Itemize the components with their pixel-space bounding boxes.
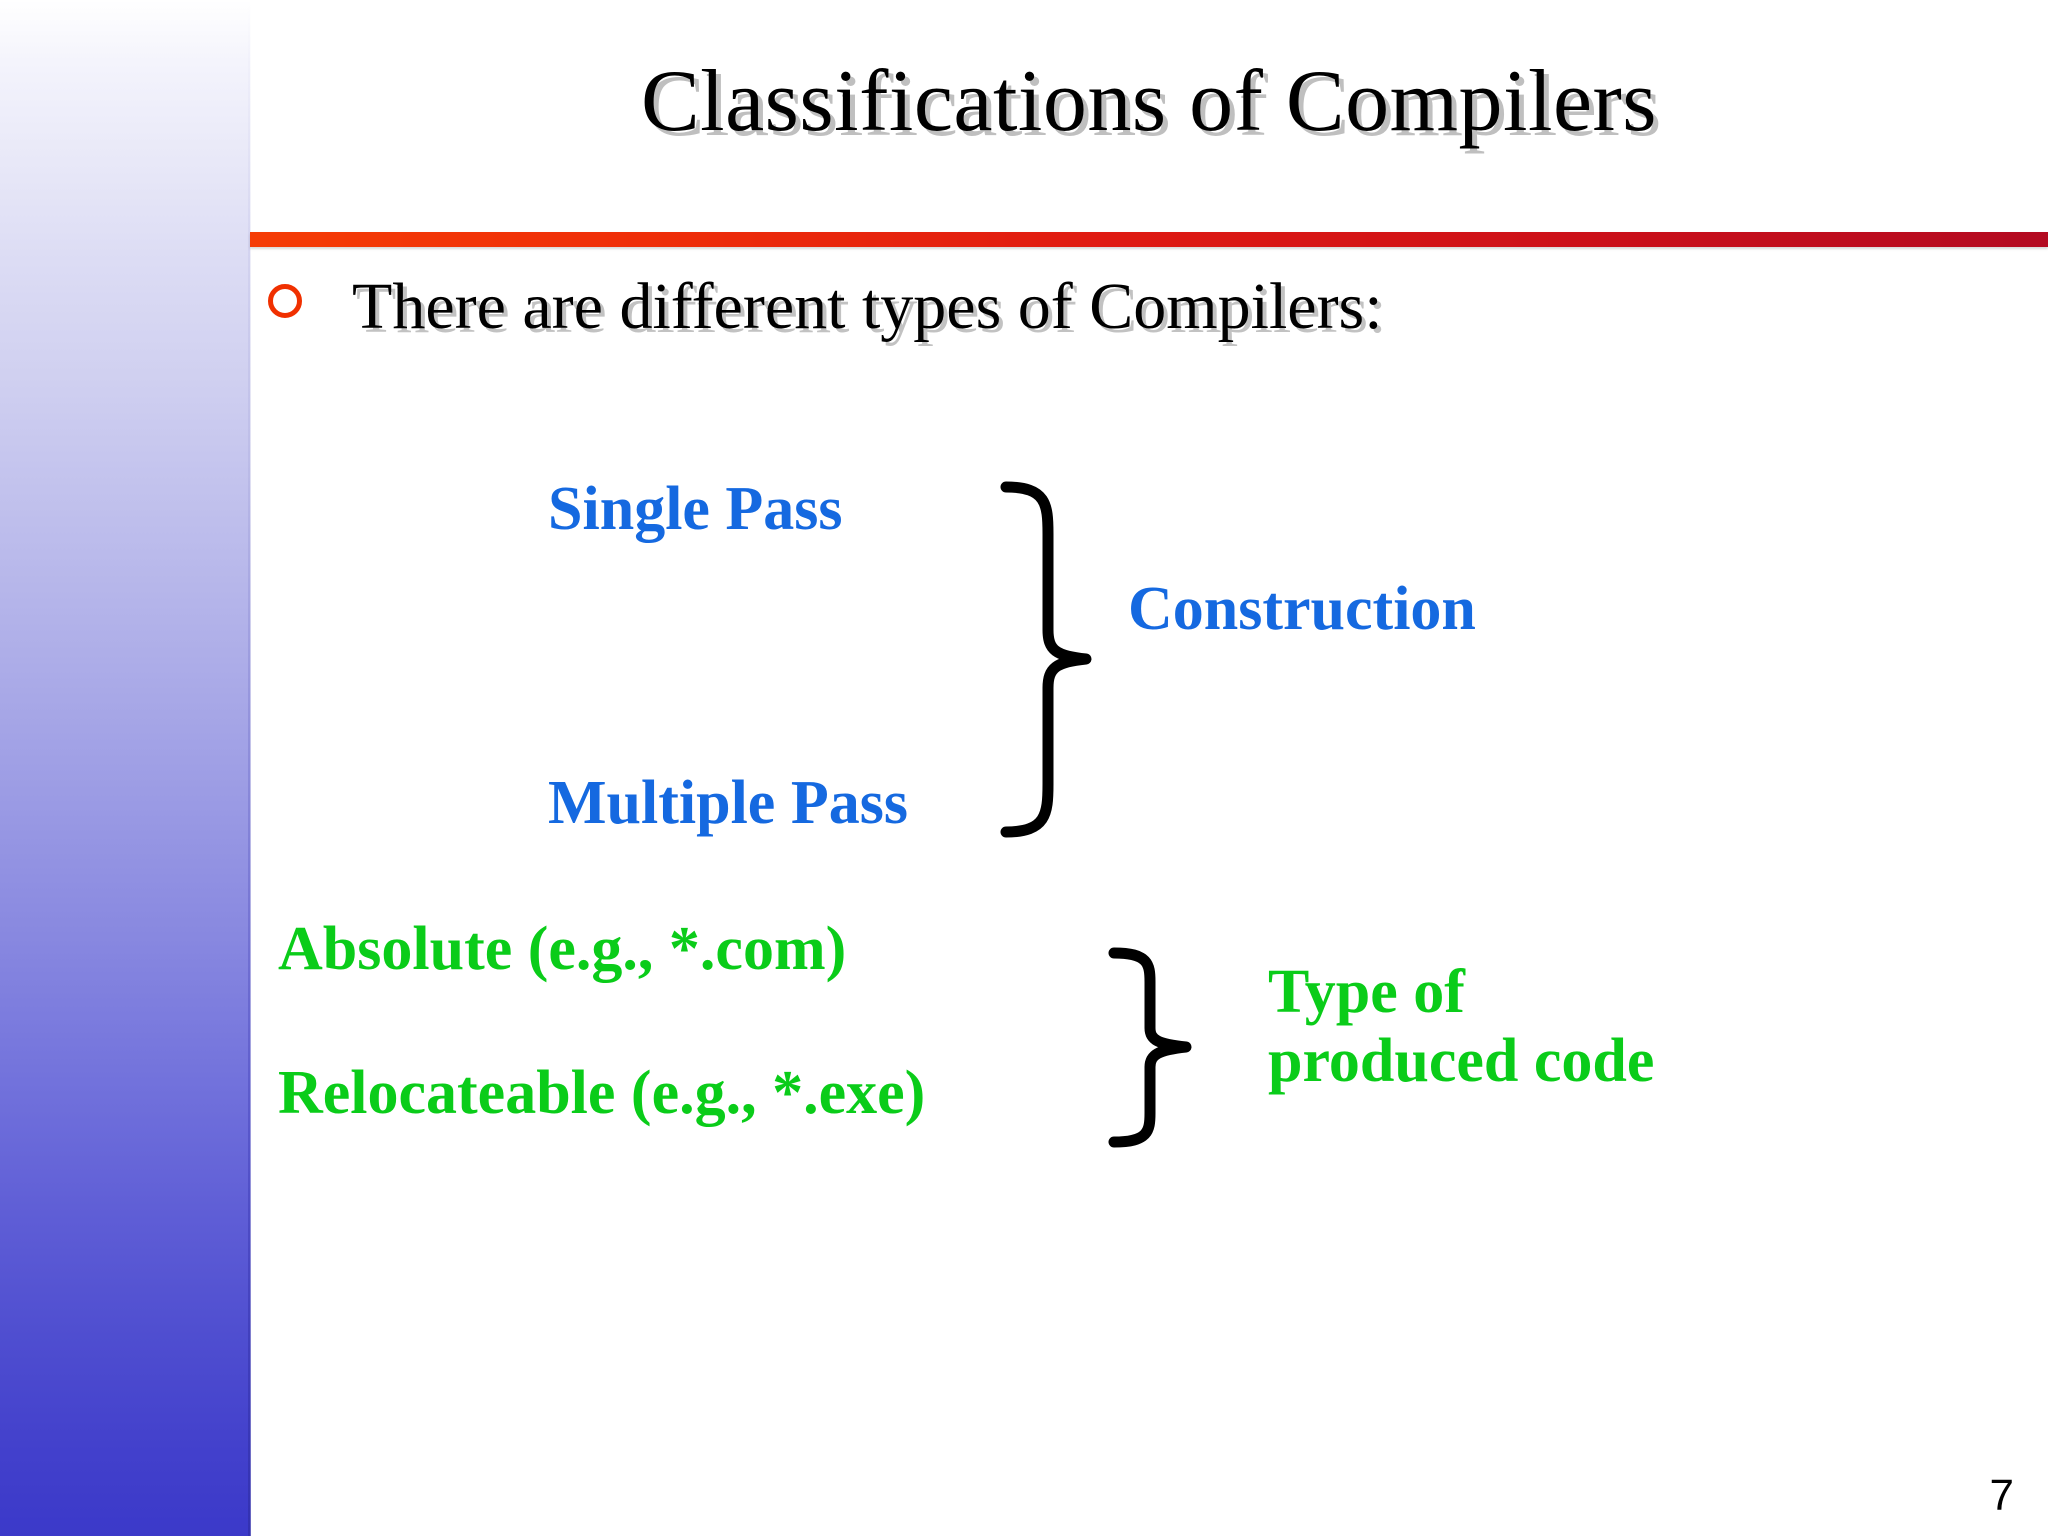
title-divider-rule (250, 232, 2048, 247)
label-construction: Construction (1128, 575, 1476, 643)
label-single-pass: Single Pass (548, 475, 843, 543)
bullet-row: There are different types of Compilers: (268, 272, 1968, 341)
label-type-of-produced-code-line2: produced code (1268, 1027, 1655, 1096)
label-type-of-produced-code-line1: Type of (1268, 958, 1465, 1026)
sidebar-gradient-band (0, 0, 250, 1536)
right-curly-brace-icon-typecode (1108, 947, 1192, 1148)
bullet-text: There are different types of Compilers: (352, 270, 1383, 343)
label-multiple-pass: Multiple Pass (548, 769, 908, 837)
label-absolute-code: Absolute (e.g., *.com) (278, 915, 847, 983)
page-title: Classifications of Compilers (640, 53, 1658, 150)
slide-number: 7 (1989, 1471, 2014, 1520)
hollow-circle-bullet-icon (268, 284, 302, 318)
right-curly-brace-icon-construction (1000, 481, 1092, 838)
sidebar-edge-divider (248, 0, 251, 1536)
label-type-of-produced-code: Type of produced code (1268, 958, 1654, 1097)
label-relocateable-code: Relocateable (e.g., *.exe) (278, 1059, 926, 1127)
